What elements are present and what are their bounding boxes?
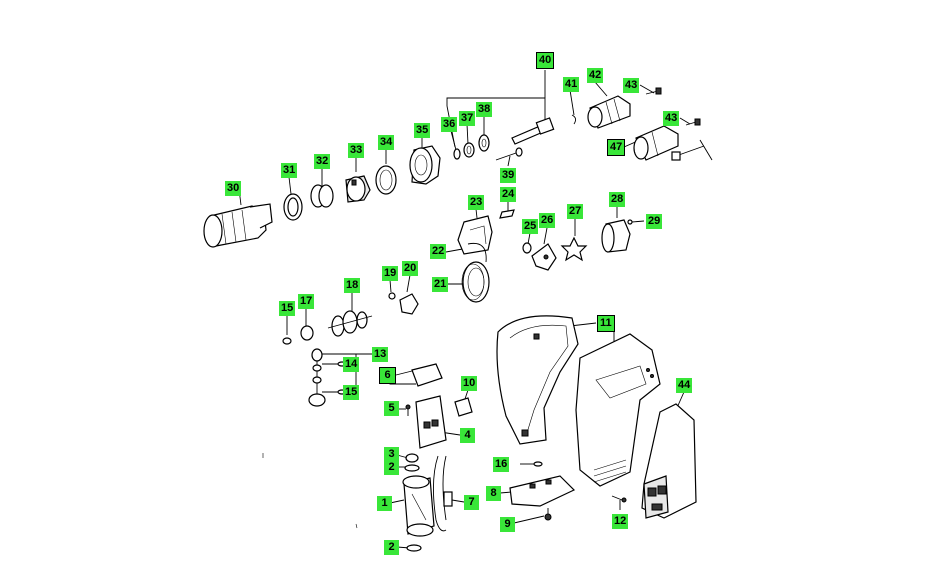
callout-19: 19 xyxy=(382,266,399,281)
callout-37: 37 xyxy=(459,111,476,126)
callout-10: 10 xyxy=(461,376,478,391)
part-16-spring xyxy=(533,461,543,467)
part-43-chuck-screw xyxy=(645,87,701,126)
callout-5: 5 xyxy=(384,401,399,416)
part-33-gear-carrier xyxy=(345,175,371,203)
part-19-20-carrier xyxy=(388,292,419,315)
part-39-screw xyxy=(495,147,523,161)
callout-22: 22 xyxy=(430,244,447,259)
callout-34: 34 xyxy=(378,135,395,150)
part-1-motor xyxy=(402,475,435,537)
callout-6: 6 xyxy=(379,367,396,384)
callout-33: 33 xyxy=(348,143,365,158)
part-23-gear-cover xyxy=(457,215,493,255)
callout-39: 39 xyxy=(500,168,517,183)
callout-26: 26 xyxy=(539,213,556,228)
callout-11: 11 xyxy=(597,315,615,332)
part-9-screw xyxy=(544,508,552,521)
part-28-gear-sleeve xyxy=(601,219,631,253)
callout-44: 44 xyxy=(676,378,693,393)
callout-38: 38 xyxy=(476,102,493,117)
callout-36: 36 xyxy=(441,117,458,132)
part-35-clutch-ring xyxy=(409,145,441,185)
callout-25: 25 xyxy=(522,219,539,234)
callout-35: 35 xyxy=(414,123,431,138)
callout-21: 21 xyxy=(432,277,449,292)
callout-32: 32 xyxy=(314,154,331,169)
part-36-37-38-washers xyxy=(453,134,490,160)
callout-18: 18 xyxy=(344,278,361,293)
part-30-gear-housing xyxy=(203,203,273,248)
part-7-wire-harness xyxy=(432,455,453,532)
part-11-housing-half-right xyxy=(575,333,661,487)
callout-24: 24 xyxy=(500,187,517,202)
part-8-battery-latch xyxy=(509,475,576,507)
callout-2b: 2 xyxy=(384,540,399,555)
part-11-housing-half-left xyxy=(496,315,579,445)
callout-1: 1 xyxy=(377,496,392,511)
callout-4: 4 xyxy=(460,428,475,443)
callout-15a: 15 xyxy=(279,301,296,316)
part-12-screw xyxy=(611,495,627,503)
part-44-battery-pack xyxy=(641,403,697,519)
callout-47: 47 xyxy=(606,139,626,156)
callout-30: 30 xyxy=(225,181,242,196)
part-13-switch-shaft xyxy=(308,348,347,407)
callout-3: 3 xyxy=(384,447,399,462)
part-24-clip xyxy=(499,209,515,219)
part-41-circlip xyxy=(571,114,577,125)
callout-9: 9 xyxy=(500,517,515,532)
callout-23: 23 xyxy=(468,195,485,210)
part-40-spindle xyxy=(511,117,555,145)
part-15-17-bearings xyxy=(282,325,314,345)
callout-41: 41 xyxy=(563,77,580,92)
callout-13: 13 xyxy=(372,347,389,362)
callout-17: 17 xyxy=(298,294,315,309)
callout-43a: 43 xyxy=(623,78,640,93)
part-21-ring-gear xyxy=(461,261,490,303)
callout-28: 28 xyxy=(609,192,626,207)
part-32-springs xyxy=(310,184,334,208)
part-22-spring-wire xyxy=(467,242,487,263)
part-29-pin xyxy=(627,219,633,225)
callout-8: 8 xyxy=(486,486,501,501)
part-31-washer xyxy=(283,193,303,221)
callout-2a: 2 xyxy=(384,460,399,475)
callout-7: 7 xyxy=(464,495,479,510)
part-34-ring-gear xyxy=(375,165,397,195)
part-25-planet-gear xyxy=(522,242,532,254)
part-18-gear-set xyxy=(327,310,373,337)
part-10-carbon-brush xyxy=(454,397,473,417)
part-2-3-washers xyxy=(404,453,422,552)
callout-42: 42 xyxy=(587,68,604,83)
part-5-screw xyxy=(405,404,411,416)
part-4-switch xyxy=(415,395,447,449)
part-26-planet-carrier xyxy=(531,243,557,271)
part-42-keyless-chuck xyxy=(587,95,631,129)
callout-27: 27 xyxy=(567,204,584,219)
part-47-key-chuck xyxy=(633,125,713,161)
part-27-star-carrier xyxy=(560,236,588,262)
callout-15b: 15 xyxy=(343,385,360,400)
callout-29: 29 xyxy=(646,214,663,229)
part-6-switch-cover xyxy=(411,363,443,387)
callout-12: 12 xyxy=(612,514,629,529)
callout-40: 40 xyxy=(535,52,555,69)
callout-16: 16 xyxy=(493,457,510,472)
callout-31: 31 xyxy=(281,163,298,178)
callout-20: 20 xyxy=(402,261,419,276)
callout-14: 14 xyxy=(343,357,360,372)
callout-43b: 43 xyxy=(663,111,680,126)
